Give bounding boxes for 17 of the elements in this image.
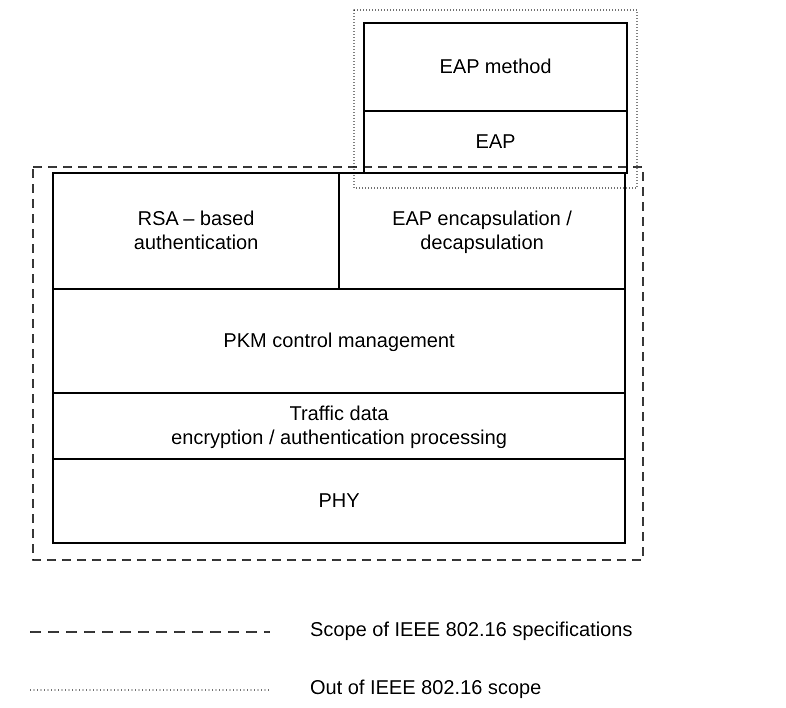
legend-text: Out of IEEE 802.16 scope [310, 677, 542, 700]
layer-label: EAP [475, 130, 516, 154]
layer-label: RSA – based authentication [132, 207, 260, 255]
layer-box [52, 288, 626, 394]
layer-label: PHY [318, 489, 360, 513]
layer-label: PKM control management [223, 329, 455, 353]
layer-label: encryption / authentication processing [171, 426, 507, 450]
layer-label: Traffic data [290, 402, 388, 426]
layer-box [52, 392, 626, 460]
layer-box [52, 458, 626, 544]
layer-box [363, 22, 628, 112]
layer-box [338, 172, 626, 290]
layer-box [52, 172, 340, 290]
layer-box [363, 110, 628, 174]
layer-label: EAP encapsulation / decapsulation [391, 207, 573, 255]
layer-label: EAP method [440, 55, 552, 79]
legend-text: Scope of IEEE 802.16 specifications [310, 619, 632, 642]
